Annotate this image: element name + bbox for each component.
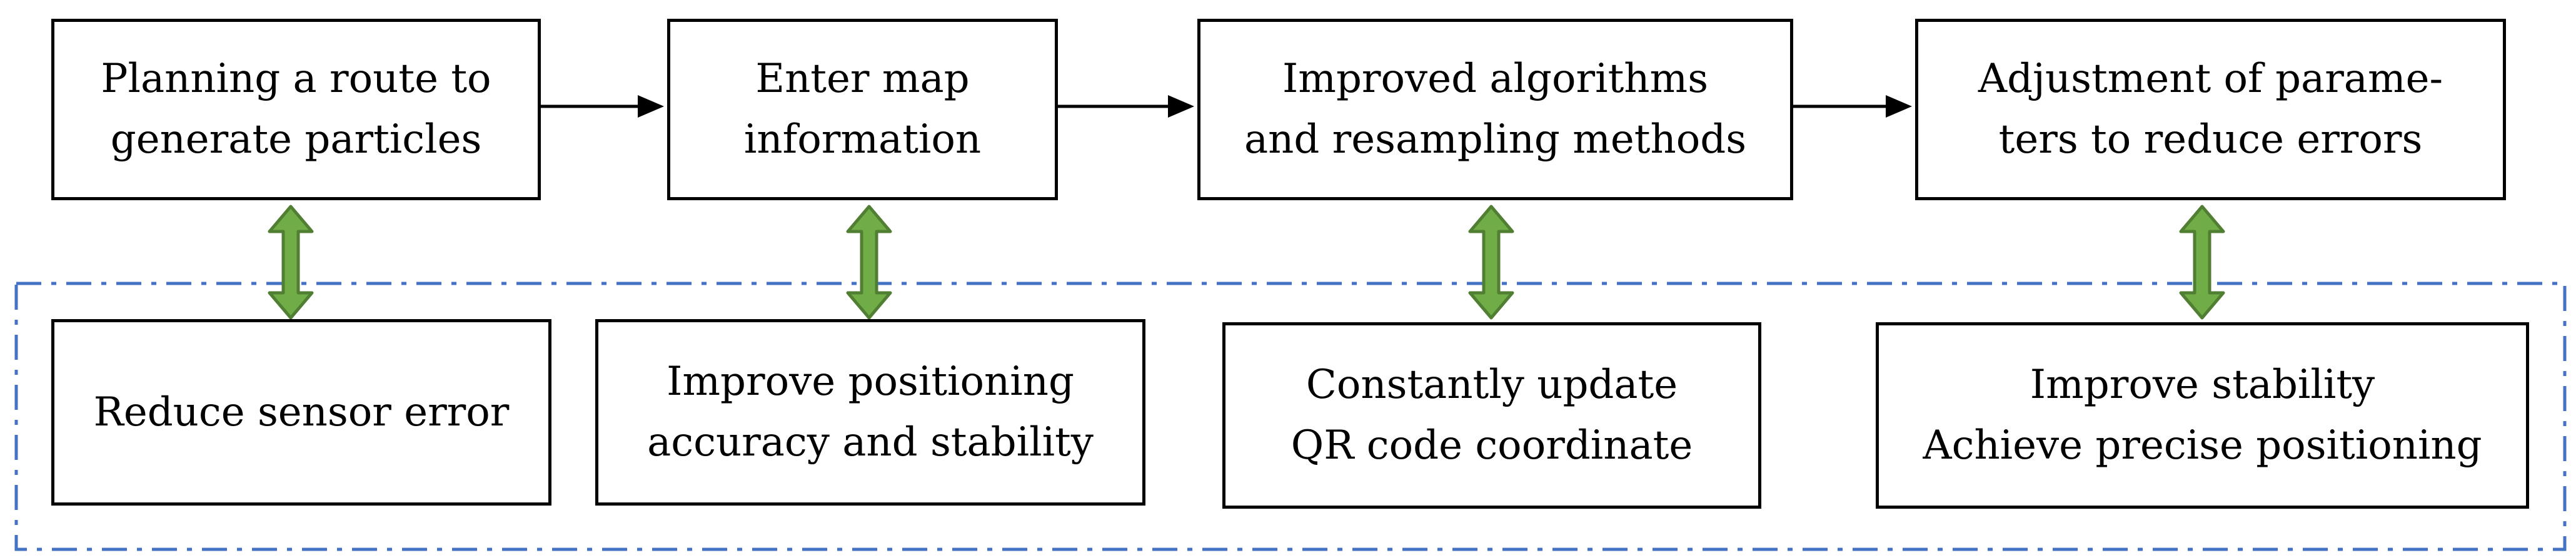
link-arrow-2 <box>846 205 892 320</box>
outcome-box-4-line2: Achieve precise positioning <box>1923 422 2482 469</box>
outcome-box-4-line1: Improve stability <box>2030 362 2375 408</box>
flow-arrow-3-4 <box>1793 95 1912 118</box>
outcome-box-3-line1: Constantly update <box>1306 362 1678 408</box>
step-box-1-line2: generate particles <box>110 116 482 163</box>
outcome-box-2: Improve positioning accuracy and stabili… <box>595 319 1145 506</box>
link-arrow-3 <box>1468 205 1514 320</box>
outcome-box-2-line1: Improve positioning <box>667 359 1074 405</box>
outcome-box-3-line2: QR code coordinate <box>1291 422 1693 469</box>
step-box-4: Adjustment of parame- ters to reduce err… <box>1915 19 2506 200</box>
step-box-3-line1: Improved algorithms <box>1282 56 1709 102</box>
outcome-box-3: Constantly update QR code coordinate <box>1222 322 1761 509</box>
link-arrow-1 <box>268 205 314 320</box>
outcome-box-1-line1: Reduce sensor error <box>93 389 510 435</box>
step-box-2-line2: information <box>743 116 982 163</box>
outcome-box-4: Improve stability Achieve precise positi… <box>1876 322 2529 509</box>
step-box-2-line1: Enter map <box>755 56 970 102</box>
step-box-1-line1: Planning a route to <box>101 56 491 102</box>
step-box-3: Improved algorithms and resampling metho… <box>1197 19 1793 200</box>
step-box-4-line1: Adjustment of parame- <box>1978 56 2443 102</box>
link-arrow-4 <box>2179 205 2225 320</box>
outcome-box-1: Reduce sensor error <box>51 319 551 506</box>
step-box-1: Planning a route to generate particles <box>51 19 541 200</box>
flow-arrow-1-2 <box>541 95 664 118</box>
step-box-4-line2: ters to reduce errors <box>1998 116 2423 163</box>
step-box-2: Enter map information <box>667 19 1058 200</box>
outcome-box-2-line2: accuracy and stability <box>647 419 1094 466</box>
flow-arrow-2-3 <box>1058 95 1194 118</box>
group-frame <box>14 282 2567 551</box>
step-box-3-line2: and resampling methods <box>1244 116 1747 163</box>
